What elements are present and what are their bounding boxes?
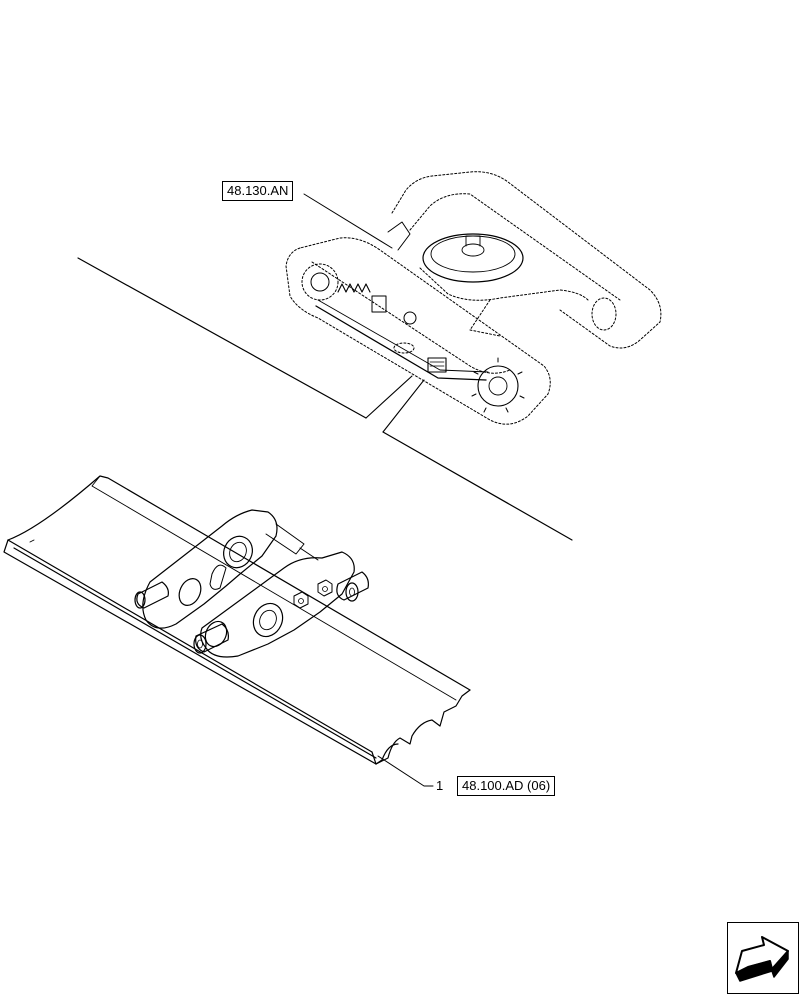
next-page-arrow-icon[interactable]: [727, 922, 799, 994]
detail-projection-line-lower: [382, 431, 573, 541]
detail-pointer: [365, 375, 425, 433]
track-chain-leader-line: [377, 755, 434, 787]
overview-leader-line: [303, 193, 393, 249]
undercarriage-overview: [285, 171, 662, 425]
track-chain-links: [134, 509, 369, 658]
detail-projection-line-upper: [77, 257, 367, 419]
item-number-label: 1: [436, 778, 444, 793]
arrow-icon-graphic: [735, 936, 789, 982]
track-shoe: [3, 475, 471, 765]
reference-callout-48-130-an[interactable]: 48.130.AN: [222, 181, 294, 201]
reference-callout-48-100-ad[interactable]: 48.100.AD (06): [457, 776, 556, 796]
